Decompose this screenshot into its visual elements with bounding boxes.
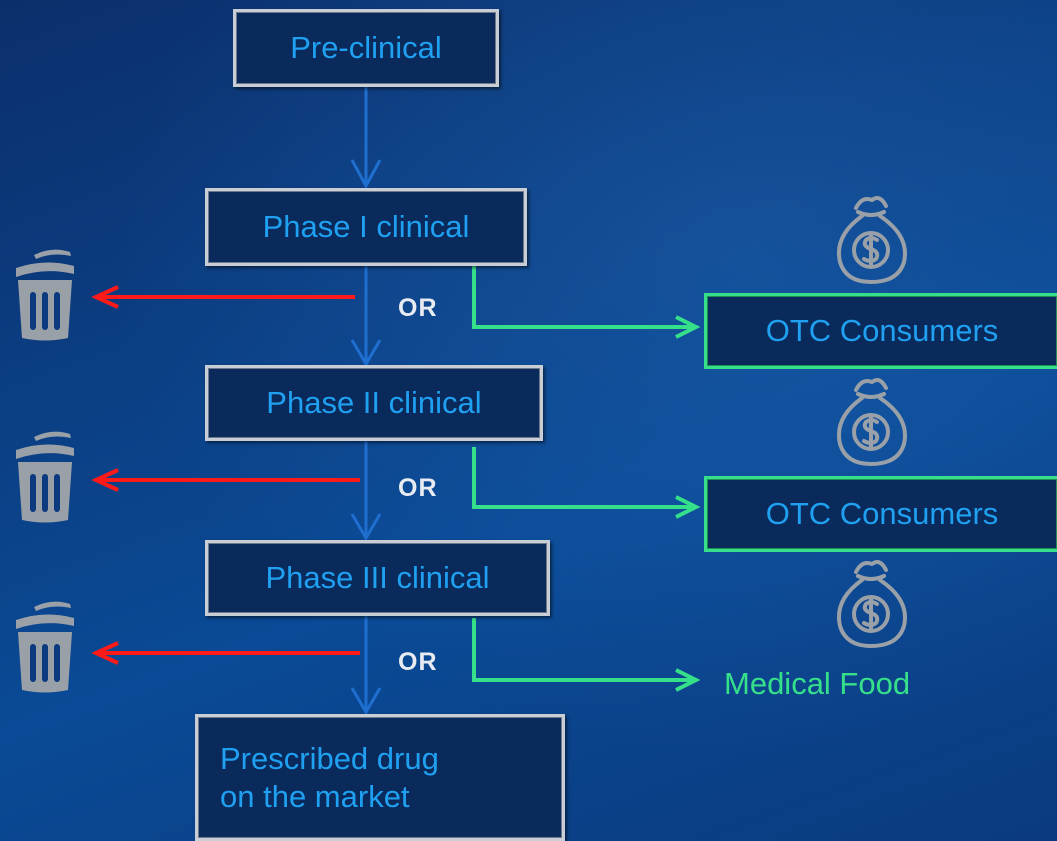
branch-arrow-3 — [472, 618, 701, 692]
discard-arrow-3 — [91, 641, 360, 665]
node-prescribed-line2: on the market — [220, 778, 410, 814]
node-phase-2: Phase II clinical — [205, 365, 543, 441]
flow-arrow-3 — [350, 440, 382, 541]
money-bag-icon — [837, 196, 907, 284]
branch-arrow-2 — [472, 447, 701, 519]
trash-can-icon — [16, 249, 74, 341]
node-prescribed-drug: Prescribed drug on the market — [195, 714, 565, 841]
node-phase-1: Phase I clinical — [205, 188, 527, 266]
or-label-1: OR — [398, 294, 438, 322]
or-label-3: OR — [398, 648, 438, 676]
node-phase-1-label: Phase I clinical — [262, 209, 470, 245]
discard-arrow-2 — [91, 468, 360, 492]
trash-can-icon — [16, 601, 74, 693]
branch-arrow-1 — [472, 266, 701, 339]
node-pre-clinical: Pre-clinical — [233, 9, 499, 87]
otc-consumers-box-1: OTC Consumers — [704, 293, 1057, 369]
money-bag-icon — [837, 560, 907, 648]
or-label-2: OR — [398, 474, 438, 502]
node-prescribed-line1: Prescribed drug — [220, 741, 439, 777]
flow-arrow-1 — [350, 86, 382, 190]
discard-arrow-1 — [91, 285, 355, 309]
money-bag-icon — [837, 378, 907, 466]
otc-consumers-label-1: OTC Consumers — [765, 313, 999, 348]
flow-arrow-2 — [350, 266, 382, 367]
medical-food-label: Medical Food — [724, 666, 911, 701]
node-pre-clinical-label: Pre-clinical — [290, 30, 442, 66]
node-phase-3-label: Phase III clinical — [265, 560, 490, 596]
node-phase-3: Phase III clinical — [205, 540, 550, 616]
otc-consumers-box-2: OTC Consumers — [704, 476, 1057, 552]
node-phase-2-label: Phase II clinical — [266, 385, 482, 421]
trash-can-icon — [16, 431, 74, 523]
otc-consumers-label-2: OTC Consumers — [765, 496, 999, 531]
flow-arrow-4 — [350, 614, 382, 715]
